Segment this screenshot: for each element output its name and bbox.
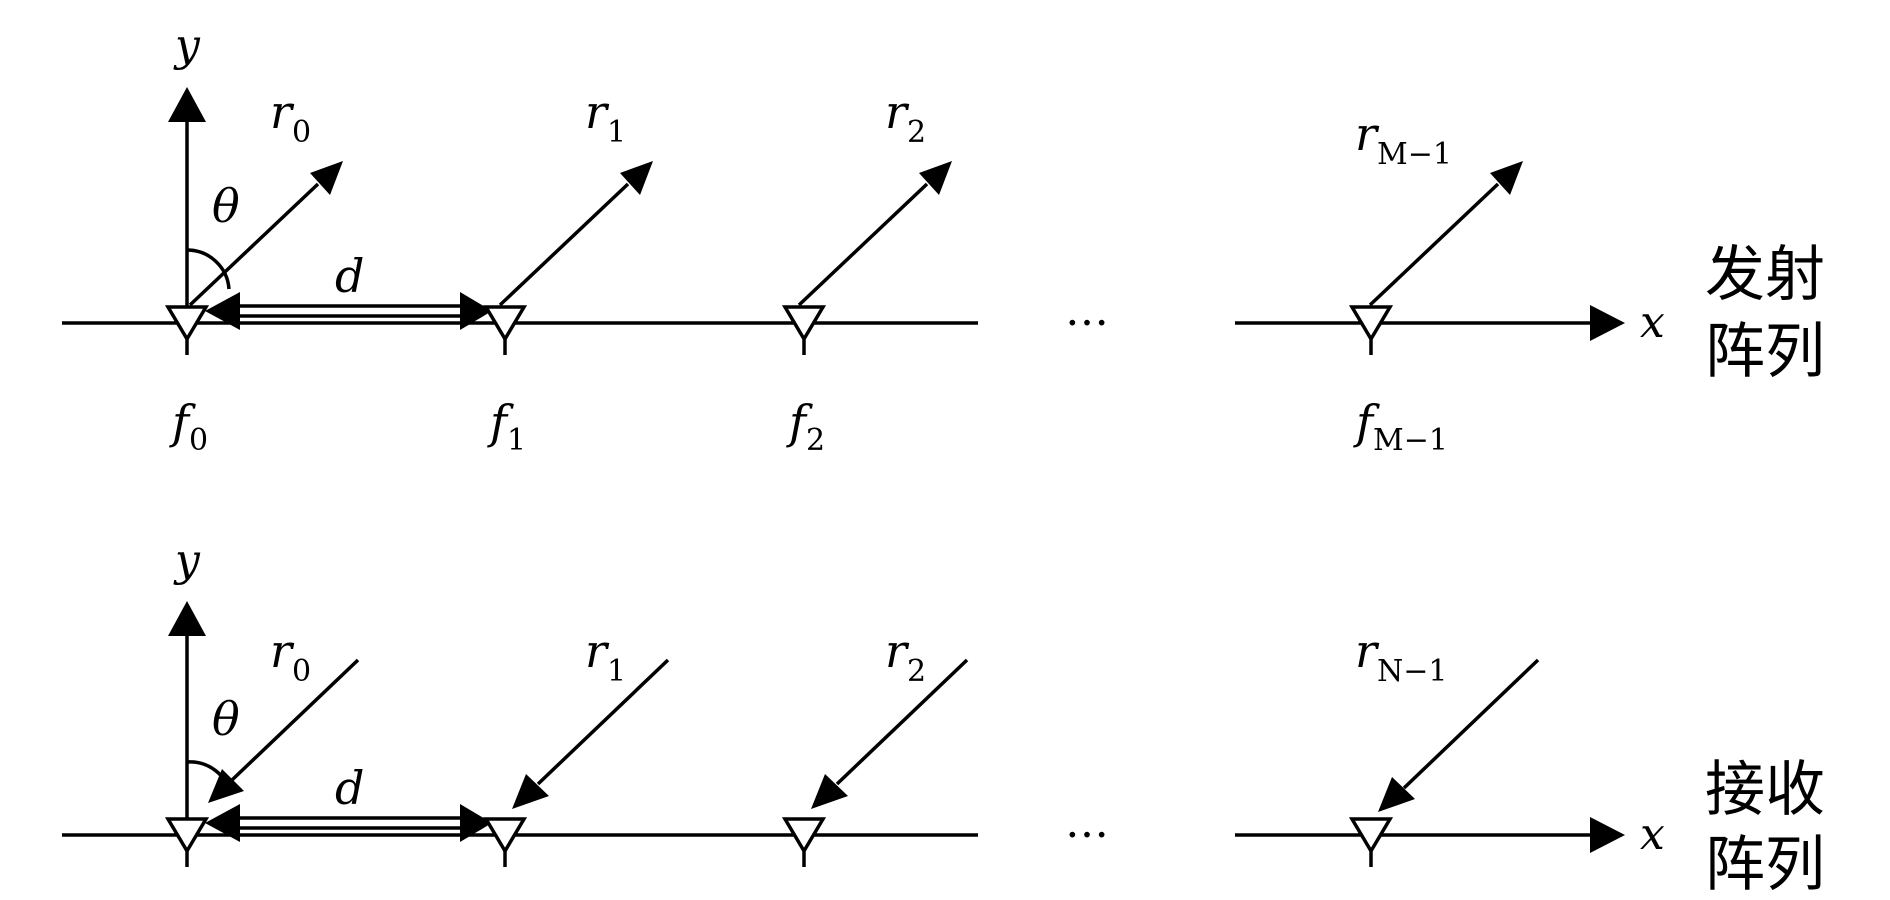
- receive-theta-label: θ: [212, 692, 240, 746]
- receive-array-label-line2: 阵列: [1705, 830, 1825, 900]
- transmit-ray-0: [188, 182, 320, 307]
- transmit-theta-label: θ: [212, 179, 240, 233]
- transmit-ray-3-arrowhead: [1490, 161, 1523, 195]
- transmit-array-label-line1: 发射: [1705, 240, 1825, 310]
- transmit-x-label: x: [1640, 297, 1665, 348]
- transmit-freq-label-3: fM−1: [1353, 395, 1448, 458]
- receive-ray-label-1: r1: [585, 624, 626, 689]
- receive-array: [62, 601, 1625, 867]
- transmit-theta-arc: [186, 248, 231, 290]
- transmit-d-arrowhead-left: [205, 292, 240, 330]
- receive-x-axis-arrowhead: [1590, 817, 1625, 853]
- transmit-y-axis-arrowhead: [168, 87, 206, 122]
- receive-ellipsis: …: [1065, 797, 1109, 848]
- transmit-ray-label-0: r0: [270, 85, 311, 150]
- receive-antenna-2: [781, 817, 827, 867]
- transmit-ray-3: [1368, 182, 1500, 307]
- receive-y-label: y: [173, 535, 201, 586]
- transmit-ray-2-arrowhead: [919, 161, 952, 195]
- receive-labels: y θ d x … r0 r1 r2 rN−1 接收 阵列: [173, 535, 1825, 900]
- receive-d-arrowhead-right: [460, 804, 492, 842]
- transmit-array-label-line2: 阵列: [1705, 317, 1825, 387]
- transmit-freq-label-2: f2: [786, 395, 825, 458]
- receive-array-label-line1: 接收: [1705, 755, 1825, 825]
- transmit-ray-0-arrowhead: [310, 161, 343, 195]
- transmit-ellipsis: …: [1065, 285, 1109, 336]
- receive-ray-label-3: rN−1: [1355, 624, 1447, 689]
- receive-ray-0-arrowhead: [208, 769, 244, 803]
- transmit-antenna-2: [781, 305, 827, 355]
- transmit-ray-1-arrowhead: [620, 161, 653, 195]
- transmit-labels: y θ d x … r0 r1 r2 rM−1 f0 f1 f2 fM−1 发射…: [169, 20, 1825, 458]
- transmit-antenna-3: [1348, 305, 1394, 355]
- receive-ray-1-arrowhead: [512, 774, 549, 809]
- receive-antenna-1: [482, 817, 528, 867]
- receive-x-label: x: [1640, 809, 1665, 860]
- receive-antenna-3: [1348, 817, 1394, 867]
- transmit-x-axis-arrowhead: [1590, 305, 1625, 341]
- transmit-antenna-1: [482, 305, 528, 355]
- receive-ray-label-0: r0: [270, 624, 311, 689]
- receive-ray-0: [230, 658, 360, 782]
- receive-d-label: d: [335, 761, 364, 815]
- transmit-d-label: d: [335, 249, 364, 303]
- transmit-y-label: y: [173, 20, 201, 71]
- transmit-antenna-0: [164, 305, 210, 355]
- transmit-freq-label-0: f0: [169, 395, 208, 458]
- transmit-ray-2: [797, 182, 929, 307]
- transmit-ray-label-1: r1: [585, 85, 626, 150]
- receive-y-axis-arrowhead: [168, 601, 206, 636]
- transmit-freq-label-1: f1: [487, 395, 526, 458]
- receive-ray-2-arrowhead: [811, 774, 848, 809]
- receive-ray-2: [835, 658, 969, 786]
- receive-ray-3-arrowhead: [1378, 777, 1415, 812]
- transmit-ray-label-3: rM−1: [1355, 107, 1452, 172]
- transmit-ray-1: [498, 182, 630, 307]
- transmit-ray-label-2: r2: [885, 85, 926, 150]
- transmit-d-arrowhead-right: [460, 292, 492, 330]
- receive-ray-label-2: r2: [885, 624, 926, 689]
- receive-ray-1: [536, 658, 670, 786]
- receive-ray-3: [1402, 658, 1540, 790]
- transmit-array: [62, 87, 1625, 355]
- receive-d-arrowhead-left: [205, 804, 240, 842]
- receive-antenna-0: [164, 817, 210, 867]
